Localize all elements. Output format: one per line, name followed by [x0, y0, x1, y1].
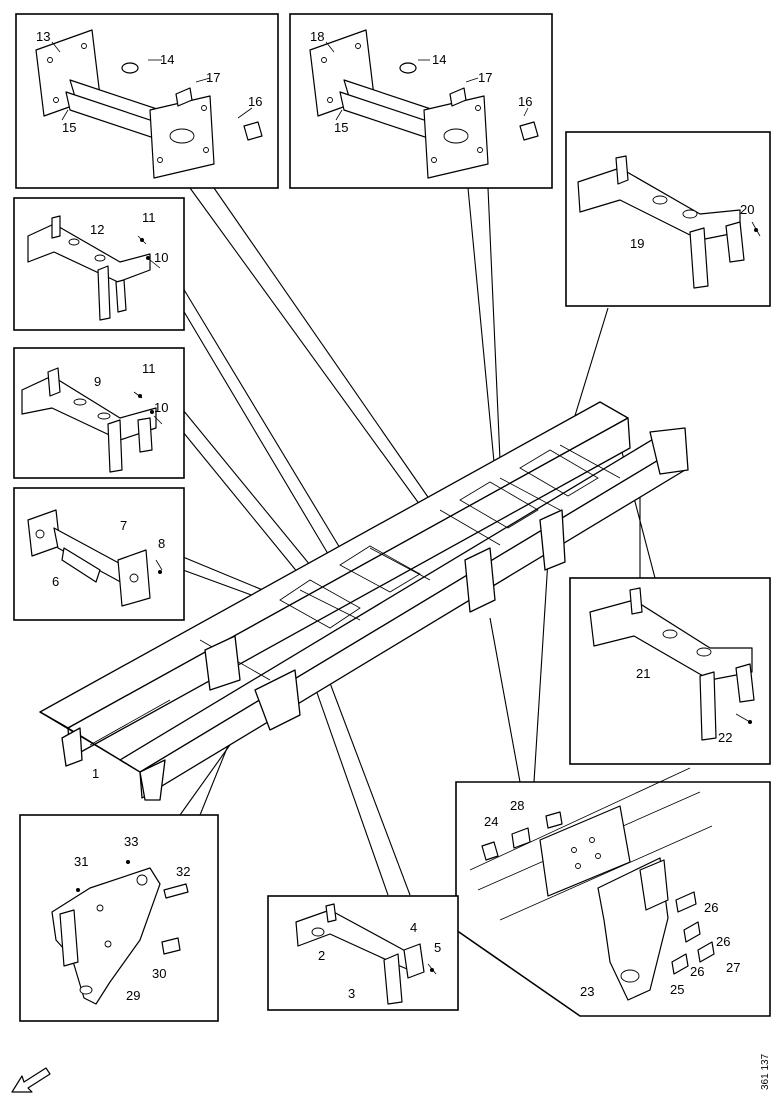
- callout-10: 10: [154, 400, 168, 415]
- detail-box-crossmember-21: [569, 577, 771, 765]
- detail-box-crossmember-6: [13, 487, 185, 621]
- callout-24: 24: [484, 814, 498, 829]
- callout-27: 27: [726, 960, 740, 975]
- callout-7: 7: [120, 518, 127, 533]
- document-number: 361 137: [760, 1053, 771, 1090]
- callout-17: 17: [206, 70, 220, 85]
- chassis-frame: [39, 401, 689, 801]
- callout-5: 5: [434, 940, 441, 955]
- callout-30: 30: [152, 966, 166, 981]
- callout-8: 8: [158, 536, 165, 551]
- callout-18: 18: [310, 29, 324, 44]
- arrow-front-left-icon: [11, 1067, 51, 1093]
- detail-box-crossmember-12: [13, 197, 185, 331]
- detail-box-hanger: [19, 814, 219, 1022]
- callout-22: 22: [718, 730, 732, 745]
- callout-32: 32: [176, 864, 190, 879]
- detail-box-crossmember-front: [15, 13, 279, 189]
- callout-17: 17: [478, 70, 492, 85]
- callout-20: 20: [740, 202, 754, 217]
- callout-9: 9: [94, 374, 101, 389]
- detail-box-crossmember-middle: [289, 13, 553, 189]
- callout-3: 3: [348, 986, 355, 1001]
- callout-10: 10: [154, 250, 168, 265]
- callout-21: 21: [636, 666, 650, 681]
- callout-labels: 13 14 17 16 15 18 14 17 16 15 11 12 10 1…: [36, 29, 754, 1003]
- callout-1: 1: [92, 766, 99, 781]
- callout-4: 4: [410, 920, 417, 935]
- callout-29: 29: [126, 988, 140, 1003]
- detail-box-spring-bracket: [455, 767, 771, 1017]
- callout-28: 28: [510, 798, 524, 813]
- callout-26: 26: [704, 900, 718, 915]
- callout-25: 25: [670, 982, 684, 997]
- callout-6: 6: [52, 574, 59, 589]
- callout-16: 16: [518, 94, 532, 109]
- callout-31: 31: [74, 854, 88, 869]
- callout-26: 26: [716, 934, 730, 949]
- callout-23: 23: [580, 984, 594, 999]
- callout-33: 33: [124, 834, 138, 849]
- callout-12: 12: [90, 222, 104, 237]
- callout-2: 2: [318, 948, 325, 963]
- callout-19: 19: [630, 236, 644, 251]
- callout-14: 14: [160, 52, 174, 67]
- callout-11: 11: [142, 361, 156, 376]
- callout-16: 16: [248, 94, 262, 109]
- callout-11: 11: [142, 210, 156, 225]
- callout-26: 26: [690, 964, 704, 979]
- callout-15: 15: [62, 120, 76, 135]
- callout-13: 13: [36, 29, 50, 44]
- detail-box-crossmember-19: [565, 131, 771, 307]
- callout-14: 14: [432, 52, 446, 67]
- callout-15: 15: [334, 120, 348, 135]
- detail-box-crossmember-2: [267, 895, 459, 1011]
- detail-box-crossmember-9: [13, 347, 185, 479]
